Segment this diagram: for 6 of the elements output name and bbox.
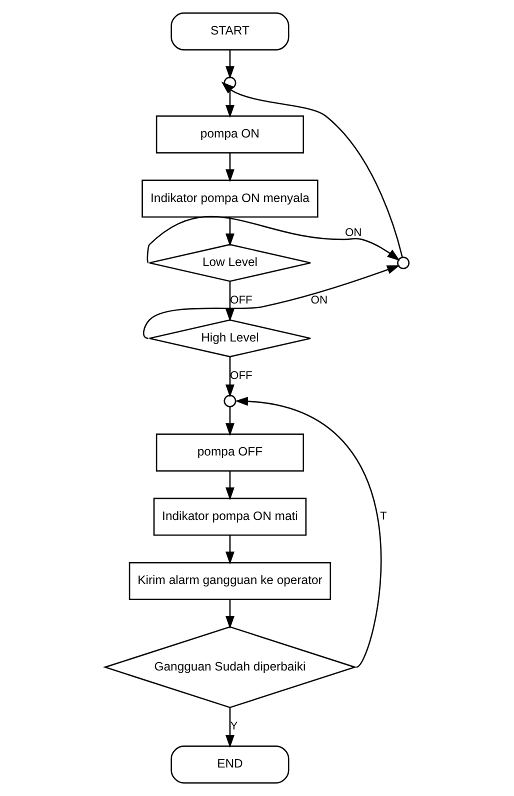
edge-label: ON: [344, 227, 362, 240]
edge-label: T: [380, 510, 387, 523]
edge-label: OFF: [230, 370, 252, 382]
edge-label: Y: [230, 720, 238, 733]
edge-label: OFF: [230, 294, 252, 306]
edge-label: ON: [310, 294, 328, 306]
